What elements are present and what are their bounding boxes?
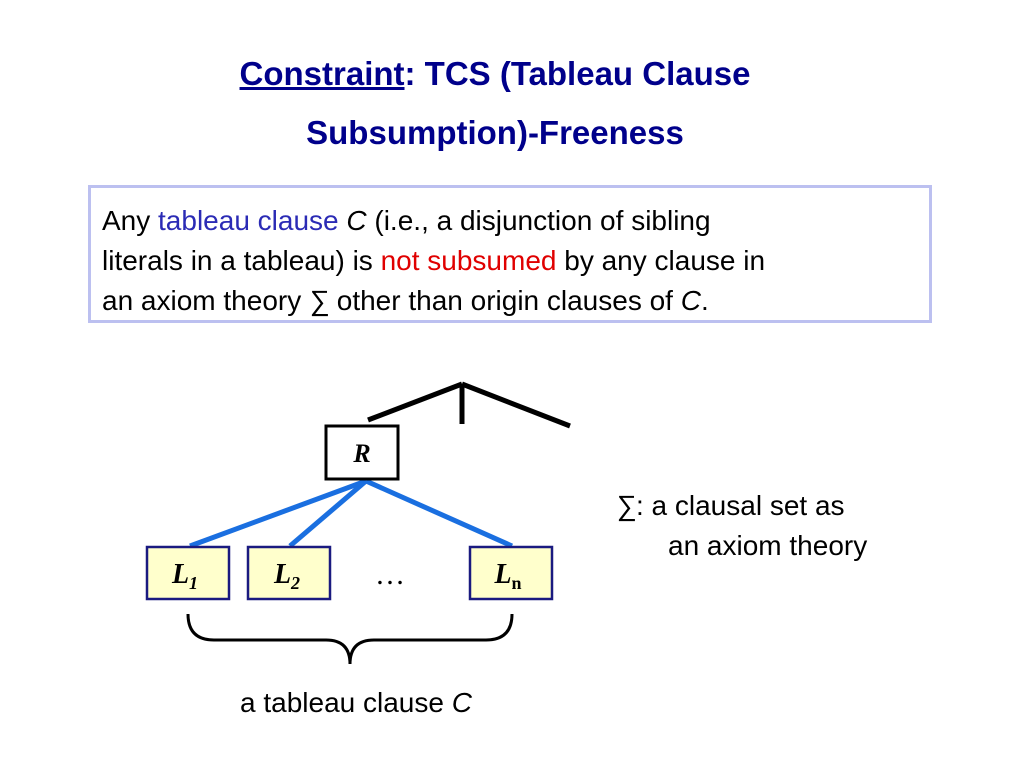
- brace-caption-text: a tableau clause: [240, 687, 452, 718]
- brace-caption: a tableau clause C: [240, 686, 472, 720]
- def-text: .: [700, 285, 709, 316]
- edge-r-l1: [189, 478, 367, 549]
- upper-branch-left: [367, 381, 463, 423]
- leaf-ln-base: L: [493, 559, 511, 590]
- svg-text:L1: L1: [171, 559, 198, 593]
- def-var-c: C: [338, 205, 367, 236]
- leaf-node-ln: Ln: [468, 545, 554, 601]
- edge-r-l2: [288, 479, 368, 548]
- def-text: (i.e., a disjunction of sibling: [366, 205, 711, 236]
- title-rest: : TCS (Tableau Clause: [404, 55, 751, 92]
- def-term-not-subsumed: not subsumed: [380, 245, 557, 276]
- leaf-l2-subscript: 2: [290, 573, 300, 593]
- def-sigma-symbol: ∑: [309, 285, 329, 316]
- root-node-label: R: [352, 439, 370, 468]
- leaf-l1-base: L: [171, 559, 189, 590]
- leaf-node-l1: L1: [145, 545, 231, 601]
- slide-title-line-1: Constraint: TCS (Tableau Clause: [0, 54, 990, 94]
- leaf-group-brace: [186, 613, 514, 665]
- leaf-ellipsis: …: [375, 558, 405, 591]
- root-node: R: [324, 424, 400, 481]
- edge-r-ln: [364, 478, 514, 549]
- sigma-note-line-2: an axiom theory: [668, 530, 868, 561]
- def-text: an axiom theory: [102, 285, 309, 316]
- def-term-tableau-clause: tableau clause: [158, 205, 339, 236]
- leaf-ln-subscript: n: [512, 573, 522, 593]
- upper-branch-right: [461, 381, 571, 429]
- def-var-c: C: [680, 285, 701, 316]
- sigma-symbol: ∑: [616, 490, 636, 521]
- slide-title-line-2: Subsumption)-Freeness: [306, 114, 684, 151]
- leaf-l2-base: L: [273, 559, 291, 590]
- svg-text:Ln: Ln: [493, 559, 521, 593]
- definition-box: Any tableau clause C (i.e., a disjunctio…: [88, 185, 932, 323]
- brace-caption-var: C: [451, 687, 472, 718]
- def-text: other than origin clauses of: [328, 285, 681, 316]
- def-text: Any: [102, 205, 159, 236]
- leaf-node-l2: L2: [246, 545, 332, 601]
- title-keyword: Constraint: [239, 55, 405, 92]
- sigma-definition-note: ∑: a clausal set as an axiom theory: [616, 486, 867, 566]
- def-text: literals in a tableau) is: [102, 245, 381, 276]
- svg-text:L2: L2: [273, 559, 300, 593]
- sigma-note-line-1: : a clausal set as: [635, 490, 845, 521]
- leaf-l1-subscript: 1: [189, 573, 198, 593]
- def-text: by any clause in: [556, 245, 766, 276]
